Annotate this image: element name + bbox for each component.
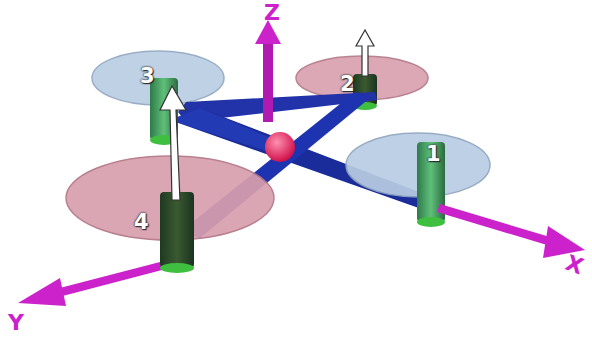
callout-number: 4	[134, 212, 149, 233]
axis-label: X	[563, 252, 586, 278]
axis-label: Z	[264, 2, 280, 24]
callout-number: 1	[426, 144, 441, 165]
axis-label: Y	[8, 312, 24, 334]
callout-number: 3	[140, 66, 155, 87]
callout-number: 2	[340, 74, 355, 95]
